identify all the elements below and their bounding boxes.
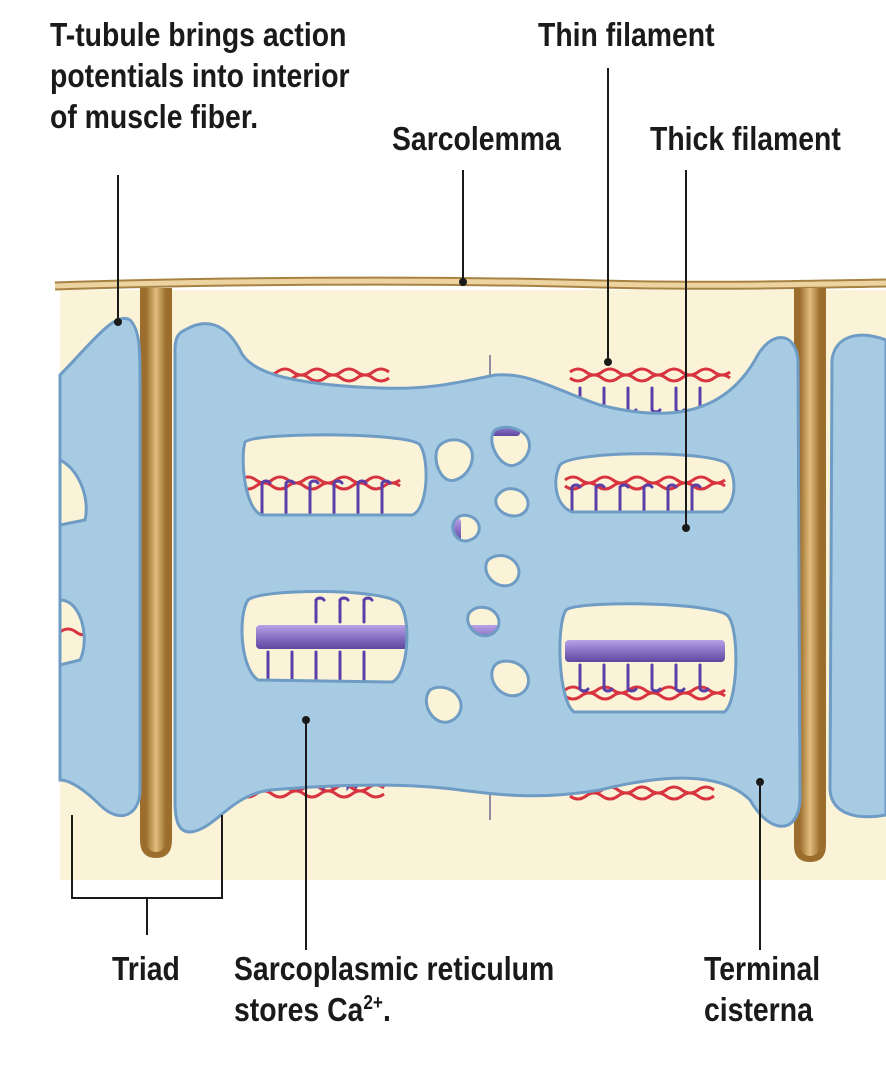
- t-tubule-label-line1: T-tubule brings action: [50, 16, 347, 53]
- t-tubule-label: T-tubule brings action potentials into i…: [50, 14, 350, 137]
- triad-label: Triad: [112, 950, 180, 987]
- thin-filament-label: Thin filament: [538, 16, 715, 53]
- t-tubule-label-line3: of muscle fiber.: [50, 98, 259, 135]
- t-tubule-right: [794, 288, 826, 862]
- terminal-cisterna-line1: Terminal: [704, 950, 821, 987]
- sarcoplasmic-reticulum-label: Sarcoplasmic reticulum stores Ca2+.: [234, 948, 554, 1030]
- t-tubule-left: [140, 288, 172, 858]
- thick-filament-label: Thick filament: [650, 120, 841, 157]
- terminal-cisterna-label: Terminal cisterna: [704, 948, 820, 1030]
- sarcolemma-label: Sarcolemma: [392, 120, 561, 157]
- sr-label-line2: stores Ca2+.: [234, 991, 391, 1028]
- leader-lines: [71, 68, 764, 950]
- sarcoplasmic-reticulum: [58, 316, 886, 834]
- terminal-cisterna-line2: cisterna: [704, 991, 813, 1028]
- sr-label-line1: Sarcoplasmic reticulum: [234, 950, 555, 987]
- triad-bracket: [71, 815, 223, 935]
- t-tubule-label-line2: potentials into interior: [50, 57, 350, 94]
